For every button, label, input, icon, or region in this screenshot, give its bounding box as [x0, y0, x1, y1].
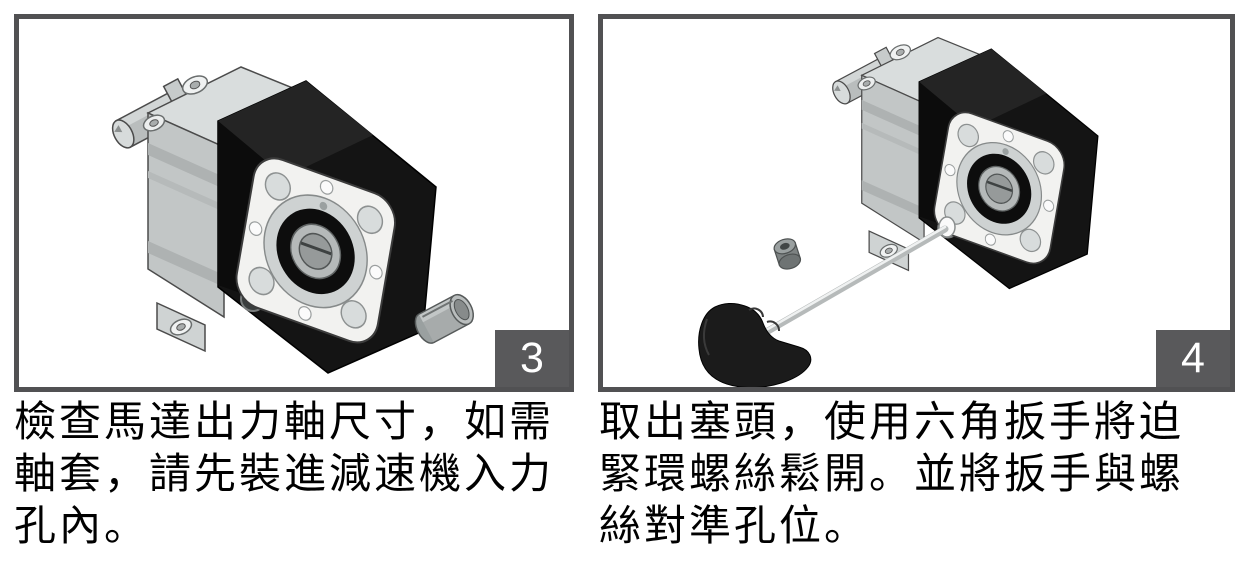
- step-number-badge: 3: [495, 330, 569, 387]
- step-3-caption: 檢查馬達出力軸尺寸，如需 軸套，請先裝進減速機入力 孔內。: [14, 398, 555, 549]
- plug: [773, 238, 802, 270]
- shaft-bushing: [414, 293, 475, 344]
- wrench-handle: [698, 303, 812, 387]
- step-4-caption: 取出塞頭，使用六角扳手將迫 緊環螺絲鬆開。並將扳手與螺 絲對準孔位。: [599, 398, 1185, 549]
- step-3-panel: 3: [14, 14, 574, 392]
- step-number-badge: 4: [1156, 330, 1230, 387]
- step-4-panel: 4: [598, 14, 1235, 392]
- gearbox-wrench-illustration: [698, 36, 1100, 387]
- hex-wrench: [757, 216, 956, 339]
- gearbox-bushing-illustration: [102, 65, 475, 375]
